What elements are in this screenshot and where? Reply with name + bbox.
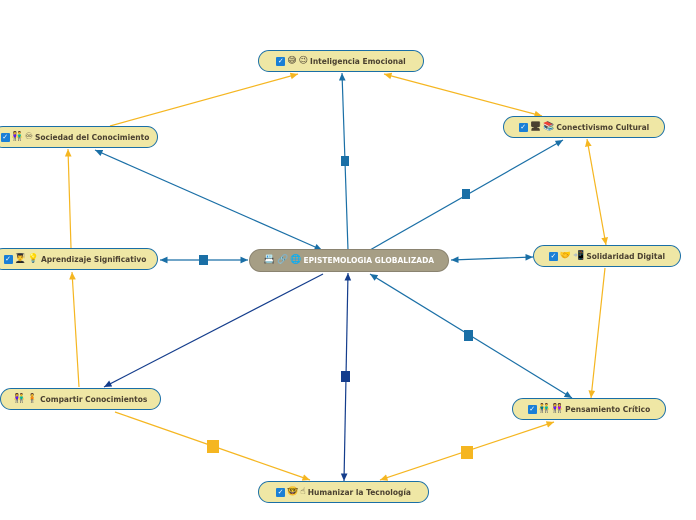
wink-icon: 😉	[298, 55, 309, 66]
hand-icon: ☝	[300, 486, 306, 497]
topic-label: Humanizar la Tecnología	[307, 487, 411, 497]
topic-pensamiento-critico[interactable]: ✓ 👬 👭 Pensamiento Crítico	[512, 398, 666, 420]
topic-label: Pensamiento Crítico	[565, 404, 651, 414]
central-topic-label: EPISTEMOLOGIA GLOBALIZADA	[303, 256, 435, 265]
person-icon: 🧍	[26, 393, 39, 404]
topic-label: Solidaridad Digital	[586, 251, 666, 261]
link-inteligencia-conectivismo	[383, 72, 543, 118]
topic-compartir-conocimientos[interactable]: 👫 🧍 Compartir Conocimientos	[0, 388, 161, 410]
globe-icon: 🌐	[290, 255, 302, 265]
people-icon: 👫	[13, 393, 25, 404]
topic-label: Compartir Conocimientos	[40, 394, 148, 404]
computer-icon: 🖥	[529, 121, 542, 132]
topic-inteligencia-emocional[interactable]: ✓ 😅 😉 Inteligencia Emocional	[258, 50, 424, 72]
topic-label: Sociedad del Conocimiento	[34, 132, 150, 142]
topic-sociedad-conocimiento[interactable]: ✓ 👫 ♾ Sociedad del Conocimiento	[0, 126, 158, 148]
checkbox-icon: ✓	[527, 404, 537, 414]
link-center-sociedad	[94, 149, 323, 251]
topic-aprendizaje-significativo[interactable]: ✓ 👨‍🎓 💡 Aprendizaje Significativo	[0, 248, 158, 270]
link-handle[interactable]	[341, 371, 350, 382]
link-solidaridad-pensamiento	[588, 267, 606, 399]
topic-label: Inteligencia Emocional	[310, 56, 406, 66]
checkbox-icon: ✓	[518, 122, 528, 132]
link-handle[interactable]	[462, 189, 470, 199]
books-icon: 📚	[543, 121, 555, 132]
face-icon: 🤓	[287, 486, 299, 497]
link-conectivismo-solidaridad	[585, 138, 608, 246]
topic-solidaridad-digital[interactable]: ✓ 🤝 📲 Solidaridad Digital	[533, 245, 681, 267]
link-handle[interactable]	[464, 330, 473, 341]
checkbox-icon: ✓	[276, 56, 286, 66]
link-center-solidaridad	[450, 253, 534, 264]
link-handle[interactable]	[199, 255, 208, 265]
link-compartir-aprendizaje	[69, 271, 80, 388]
central-topic[interactable]: 📇 🔗 🌐 EPISTEMOLOGIA GLOBALIZADA	[249, 249, 449, 272]
topic-conectivismo-cultural[interactable]: ✓ 🖥 📚 Conectivismo Cultural	[503, 116, 665, 138]
topic-label: Aprendizaje Significativo	[40, 254, 147, 264]
handshake-icon: 🤝	[559, 250, 572, 261]
link-center-compartir	[103, 273, 324, 388]
link-aprendizaje-sociedad	[64, 148, 72, 249]
infinity-icon: ♾	[24, 131, 33, 142]
topic-label: Conectivismo Cultural	[556, 122, 650, 132]
link-handle[interactable]	[341, 156, 349, 166]
checkbox-icon: ✓	[3, 254, 13, 264]
student-icon: 👨‍🎓	[14, 253, 26, 264]
link-handle[interactable]	[207, 440, 219, 453]
link-handle[interactable]	[461, 446, 473, 459]
smile-icon: 😅	[287, 55, 297, 66]
checkbox-icon: ✓	[276, 487, 286, 497]
checkbox-icon: ✓	[0, 132, 10, 142]
link-inteligencia-sociedad	[109, 72, 299, 127]
people-icon: 👫	[11, 131, 23, 142]
bulb-icon: 💡	[27, 253, 39, 264]
topic-humanizar-tecnologia[interactable]: ✓ 🤓 ☝ Humanizar la Tecnología	[258, 481, 429, 503]
people-icon: 👭	[551, 403, 564, 414]
link-icon: 🔗	[277, 255, 289, 265]
checkbox-icon: ✓	[548, 251, 558, 261]
info-icon: 📇	[263, 255, 276, 265]
phone-icon: 📲	[573, 250, 585, 261]
people-icon: 👬	[538, 403, 550, 414]
